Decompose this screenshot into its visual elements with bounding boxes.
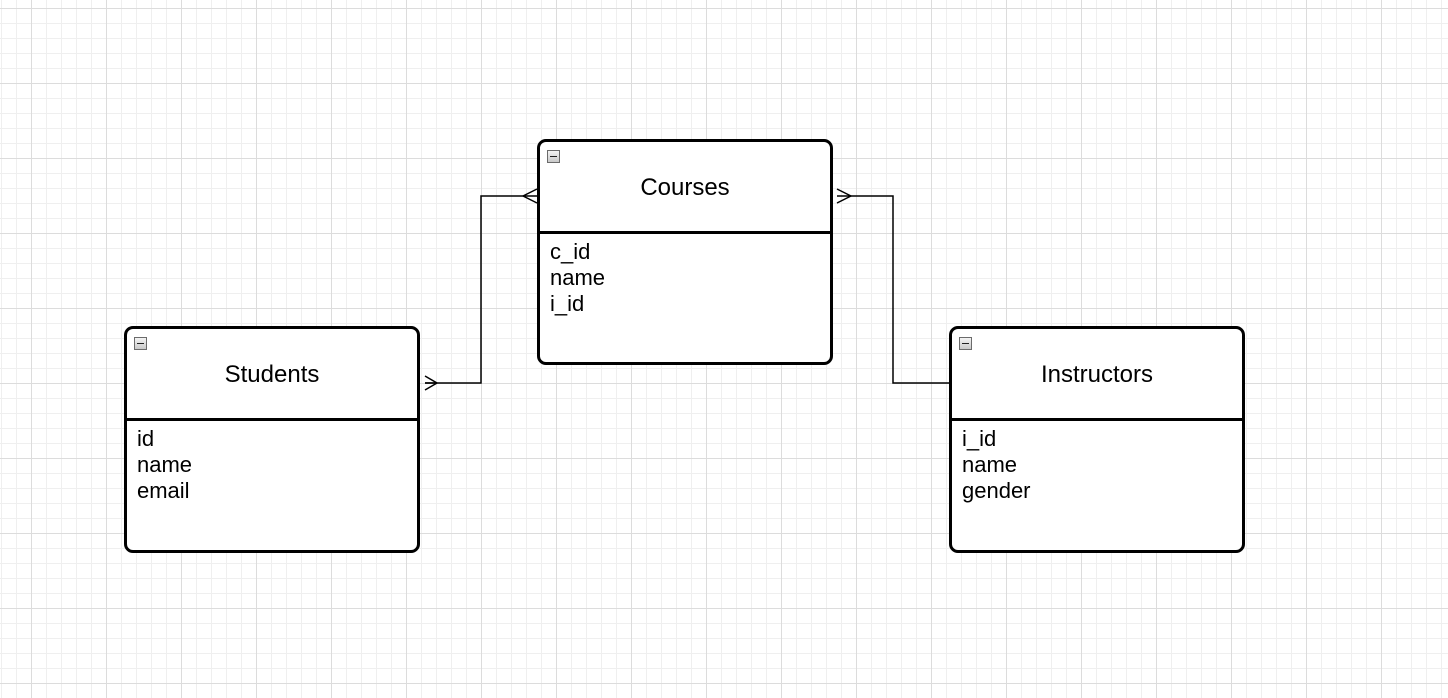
attribute-gender[interactable]: gender <box>962 478 1031 503</box>
attribute-id[interactable]: id <box>137 426 155 451</box>
entity-students[interactable]: Students id name email <box>124 326 420 553</box>
collapse-icon[interactable] <box>547 150 560 163</box>
attribute-i-id[interactable]: i_id <box>550 291 585 316</box>
entity-students-title[interactable]: Students <box>224 361 320 388</box>
attribute-name[interactable]: name <box>137 452 193 477</box>
crows-foot-students-end <box>424 375 438 391</box>
entity-instructors-title[interactable]: Instructors <box>1040 361 1154 388</box>
crows-foot-courses-right-end <box>836 188 852 204</box>
entity-instructors-attributes[interactable]: i_id name gender <box>962 426 1236 504</box>
entity-courses-title[interactable]: Courses <box>640 174 730 201</box>
entity-students-attributes[interactable]: id name email <box>137 426 411 504</box>
entity-courses-header[interactable]: Courses <box>540 142 830 234</box>
attribute-name[interactable]: name <box>962 452 1018 477</box>
collapse-icon[interactable] <box>959 337 972 350</box>
attribute-i-id[interactable]: i_id <box>962 426 997 451</box>
collapse-icon[interactable] <box>134 337 147 350</box>
connector-courses-instructors[interactable] <box>836 188 949 384</box>
attribute-name[interactable]: name <box>550 265 606 290</box>
attribute-c-id[interactable]: c_id <box>550 239 591 264</box>
attribute-email[interactable]: email <box>137 478 190 503</box>
entity-instructors[interactable]: Instructors i_id name gender <box>949 326 1245 553</box>
entity-instructors-header[interactable]: Instructors <box>952 329 1242 421</box>
crows-foot-courses-left-end <box>522 188 538 204</box>
entity-courses[interactable]: Courses c_id name i_id <box>537 139 833 365</box>
connector-students-courses[interactable] <box>424 188 538 391</box>
entity-students-header[interactable]: Students <box>127 329 417 421</box>
entity-courses-attributes[interactable]: c_id name i_id <box>550 239 824 317</box>
